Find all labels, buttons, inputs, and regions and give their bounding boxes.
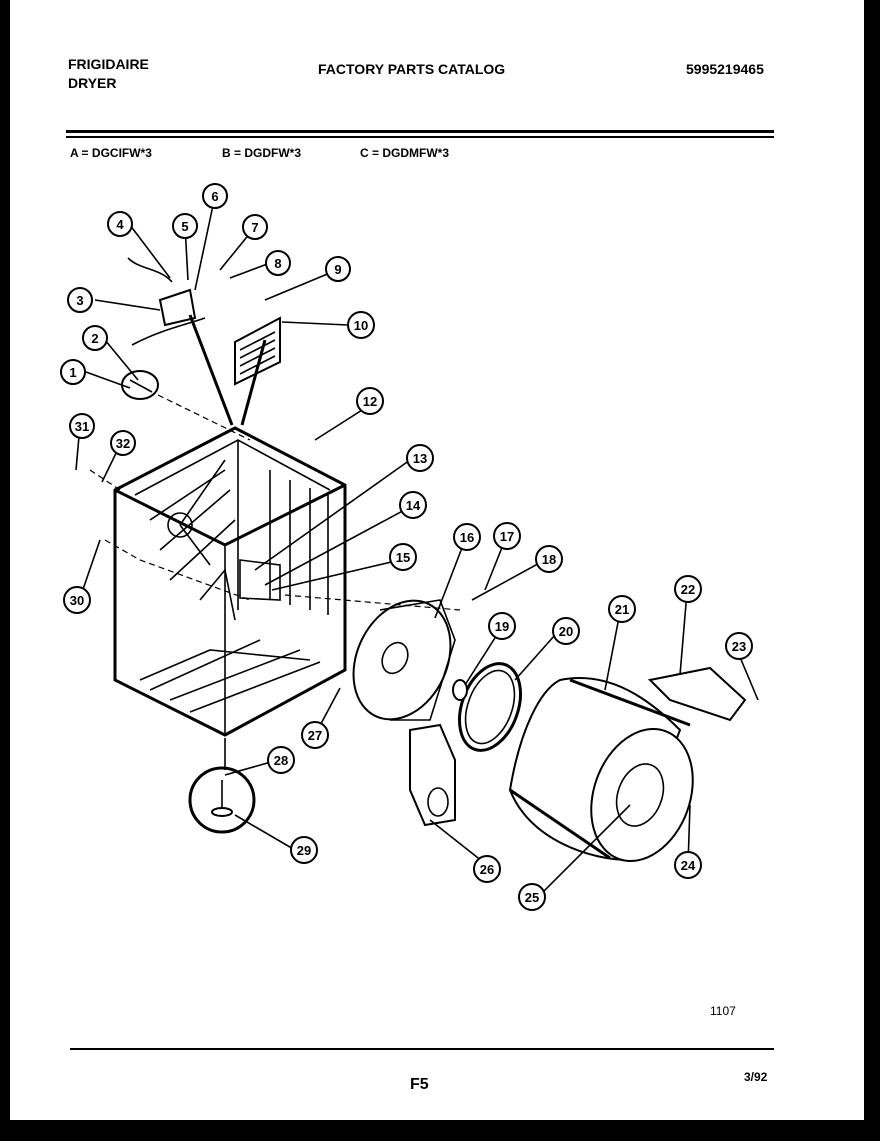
svg-text:21: 21 <box>615 602 629 617</box>
svg-text:17: 17 <box>500 529 514 544</box>
svg-text:23: 23 <box>732 639 746 654</box>
svg-text:3: 3 <box>76 293 83 308</box>
front-bulkhead <box>352 599 456 721</box>
svg-text:20: 20 <box>559 624 573 639</box>
access-panel <box>409 723 456 827</box>
catalog-title: FACTORY PARTS CATALOG <box>318 61 506 77</box>
callout-20: 20 <box>552 617 580 645</box>
revision-date: 3/92 <box>744 1070 768 1084</box>
svg-text:19: 19 <box>495 619 509 634</box>
callout-24: 24 <box>674 851 702 879</box>
drum-baffle <box>647 666 747 722</box>
callout-9: 9 <box>325 256 351 282</box>
page-code: F5 <box>410 1076 429 1093</box>
header-rule <box>66 130 774 133</box>
product-name: DRYER <box>68 75 117 91</box>
callout-3: 3 <box>67 287 93 313</box>
svg-text:13: 13 <box>413 451 427 466</box>
svg-text:9: 9 <box>334 262 341 277</box>
header-rule-thin <box>66 136 774 138</box>
callout-27: 27 <box>301 721 329 749</box>
svg-text:27: 27 <box>308 728 322 743</box>
callout-31: 31 <box>69 413 95 439</box>
callout-4: 4 <box>107 211 133 237</box>
callout-19: 19 <box>488 612 516 640</box>
callout-26-panel: 26 <box>473 855 501 883</box>
svg-text:1: 1 <box>69 365 76 380</box>
svg-text:22: 22 <box>681 582 695 597</box>
brand-name: FRIGIDAIRE <box>68 56 149 72</box>
svg-text:2: 2 <box>91 331 98 346</box>
callout-21: 21 <box>608 595 636 623</box>
svg-text:25: 25 <box>525 890 539 905</box>
callout-23: 23 <box>725 632 753 660</box>
svg-text:29: 29 <box>297 843 311 858</box>
callout-1: 1 <box>60 359 86 385</box>
svg-text:5: 5 <box>181 219 188 234</box>
drum-seal <box>452 662 522 752</box>
svg-text:15: 15 <box>396 550 410 565</box>
svg-text:12: 12 <box>363 394 377 409</box>
svg-text:24: 24 <box>681 858 696 873</box>
leveling-leg <box>188 738 256 834</box>
drum <box>508 677 694 862</box>
callout-5: 5 <box>172 213 198 239</box>
callout-8: 8 <box>265 250 291 276</box>
callout-7: 7 <box>242 214 268 240</box>
svg-text:18: 18 <box>542 552 556 567</box>
callout-10: 10 <box>347 311 375 339</box>
svg-text:32: 32 <box>116 436 130 451</box>
callout-15: 15 <box>389 543 417 571</box>
svg-text:30: 30 <box>70 593 84 608</box>
catalog-sheet: FRIGIDAIRE DRYER FACTORY PARTS CATALOG 5… <box>10 0 864 1120</box>
callout-30: 30 <box>63 586 91 614</box>
callout-28: 28 <box>267 746 295 774</box>
svg-text:16: 16 <box>460 530 474 545</box>
svg-text:4: 4 <box>116 217 124 232</box>
exploded-parts-diagram: 1 2 3 4 5 6 7 8 9 10 12 13 14 15 16 17 1… <box>60 183 759 911</box>
callout-12: 12 <box>356 387 384 415</box>
switch-assembly <box>127 257 267 426</box>
callout-29: 29 <box>290 836 318 864</box>
model-c: C = DGDMFW*3 <box>360 146 450 160</box>
callout-18: 18 <box>535 545 563 573</box>
callout-32: 32 <box>110 430 136 456</box>
footer-rule <box>70 1048 774 1050</box>
illustration-number: 1107 <box>710 1004 736 1018</box>
callout-25: 25 <box>518 883 546 911</box>
callout-17: 17 <box>493 522 521 550</box>
callout-14: 14 <box>399 491 427 519</box>
svg-text:10: 10 <box>354 318 368 333</box>
callout-13: 13 <box>406 444 434 472</box>
lint-grille <box>234 316 281 386</box>
svg-text:8: 8 <box>274 256 281 271</box>
callout-16: 16 <box>453 523 481 551</box>
model-a: A = DGCIFW*3 <box>70 146 152 160</box>
door-switch <box>121 370 159 400</box>
cabinet-frame <box>113 426 347 737</box>
callout-6: 6 <box>202 183 228 209</box>
callout-22: 22 <box>674 575 702 603</box>
callout-2: 2 <box>82 325 108 351</box>
catalog-number: 5995219465 <box>686 61 764 77</box>
svg-text:28: 28 <box>274 753 288 768</box>
svg-text:7: 7 <box>251 220 258 235</box>
svg-text:31: 31 <box>75 419 89 434</box>
svg-text:26: 26 <box>480 862 494 877</box>
model-b: B = DGDFW*3 <box>222 146 302 160</box>
svg-text:6: 6 <box>211 189 218 204</box>
svg-text:14: 14 <box>406 498 421 513</box>
